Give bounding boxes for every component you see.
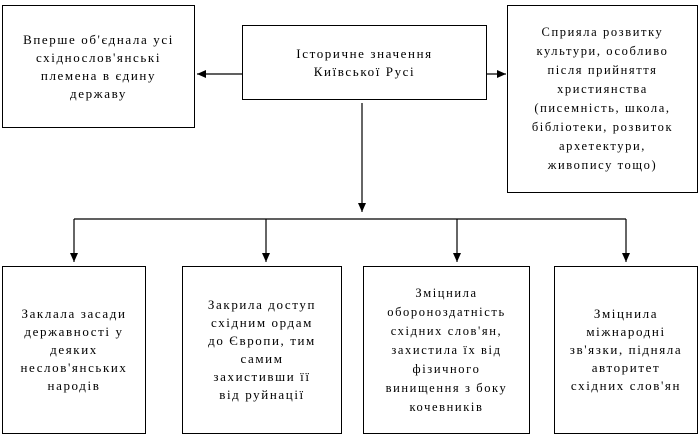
center-box-text: Історичне значення Київської Русі: [296, 45, 433, 79]
bottom-box-2-text: Закрила доступ східним ордам до Європи, …: [207, 297, 317, 402]
bottom-box-3: Зміцнила обороноздатність східних слов'я…: [363, 266, 530, 434]
right-top-box-text: Сприяла розвитку культури, особливо післ…: [531, 25, 674, 172]
bottom-box-1-text: Заклала засади державності у деяких несл…: [20, 306, 128, 393]
right-top-box: Сприяла розвитку культури, особливо післ…: [507, 5, 698, 193]
bottom-box-3-text: Зміцнила обороноздатність східних слов'я…: [385, 285, 508, 414]
center-box: Історичне значення Київської Русі: [242, 25, 487, 100]
left-top-box: Вперше об'єднала усі східнослов'янські п…: [2, 5, 195, 128]
bottom-box-1: Заклала засади державності у деяких несл…: [2, 266, 146, 434]
bottom-box-4-text: Зміцнила міжнародні зв'язки, підняла авт…: [569, 306, 683, 393]
bottom-box-4: Зміцнила міжнародні зв'язки, підняла авт…: [554, 266, 698, 434]
left-top-box-text: Вперше об'єднала усі східнослов'янські п…: [23, 31, 174, 101]
bottom-box-2: Закрила доступ східним ордам до Європи, …: [182, 266, 342, 434]
